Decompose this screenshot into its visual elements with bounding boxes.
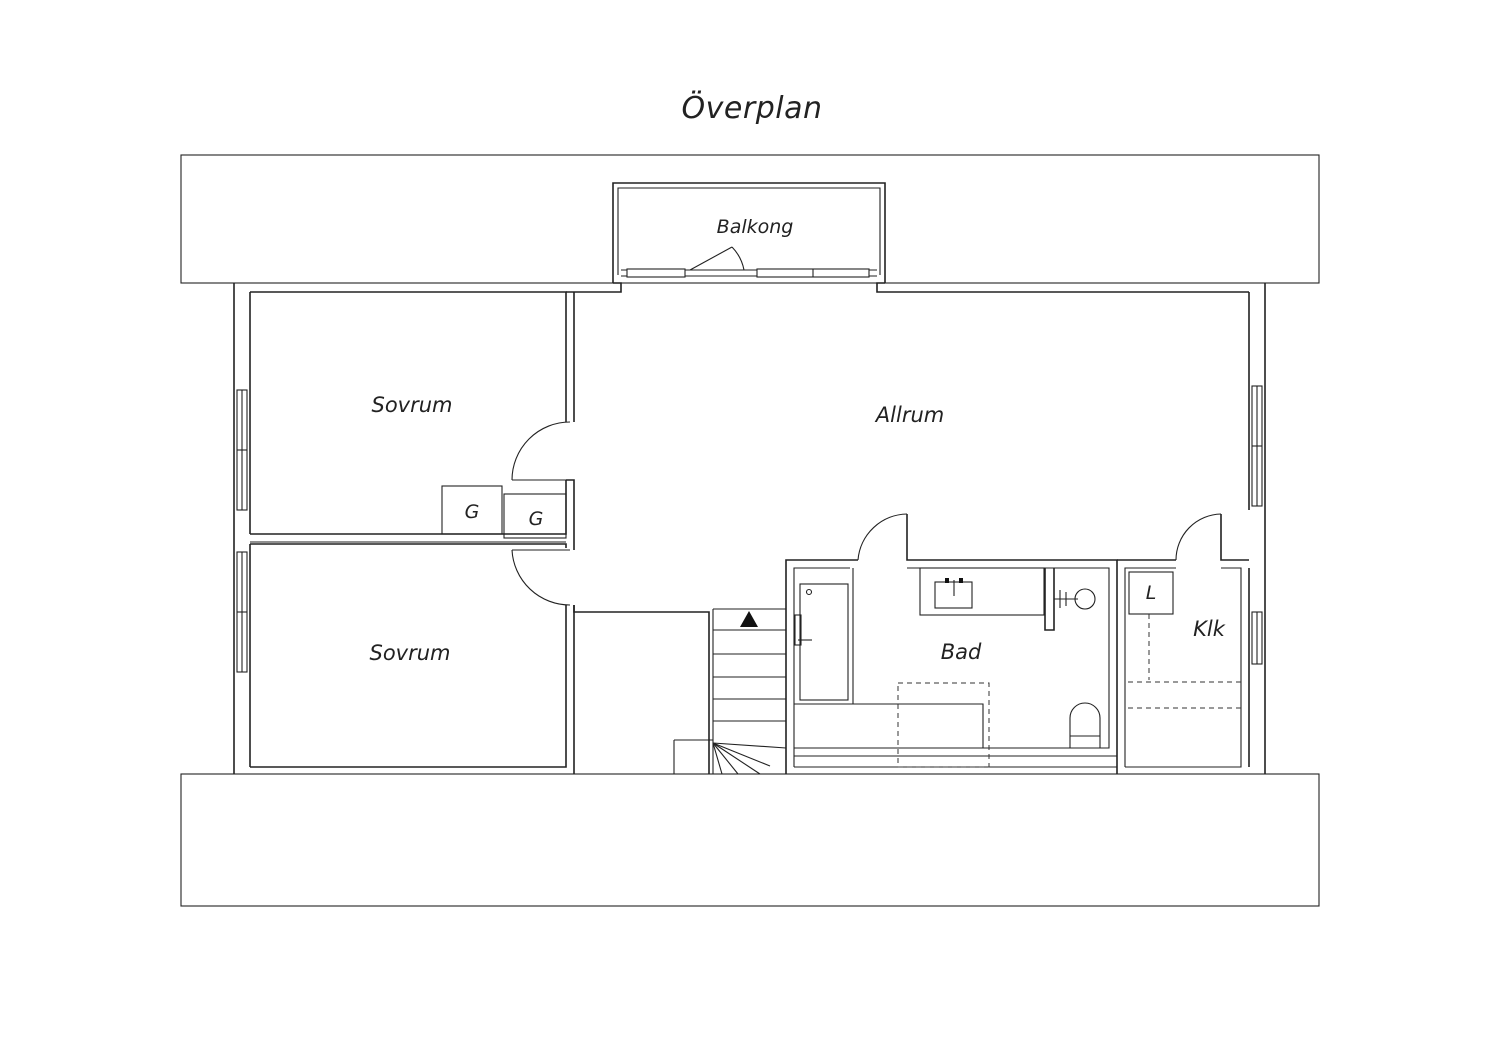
corridor-wardrobe [503,479,575,550]
bathroom [785,513,1118,774]
side-windows [236,385,1263,673]
bedroom-bottom [250,543,575,774]
balcony [566,182,1249,293]
plan-title: Överplan [682,90,823,126]
roof-top [180,154,1320,284]
arrow-up-icon [740,611,758,627]
roof-bottom [180,773,1320,907]
fixture-label-wardrobe-1: G [465,501,480,523]
room-label-walk-in-closet: Klk [1193,617,1226,641]
fixture-label-linen: L [1146,582,1157,604]
outer-walls [233,283,1266,774]
staircase [573,605,787,775]
room-label-balcony: Balkong [717,216,794,238]
room-label-bedroom-bottom: Sovrum [369,641,450,665]
fixture-label-wardrobe-2: G [529,508,544,530]
walk-in-closet [1117,513,1249,768]
room-label-family-room: Allrum [874,403,944,427]
room-label-bedroom-top: Sovrum [371,393,452,417]
bedroom-top [250,291,575,543]
room-label-bathroom: Bad [941,640,982,664]
